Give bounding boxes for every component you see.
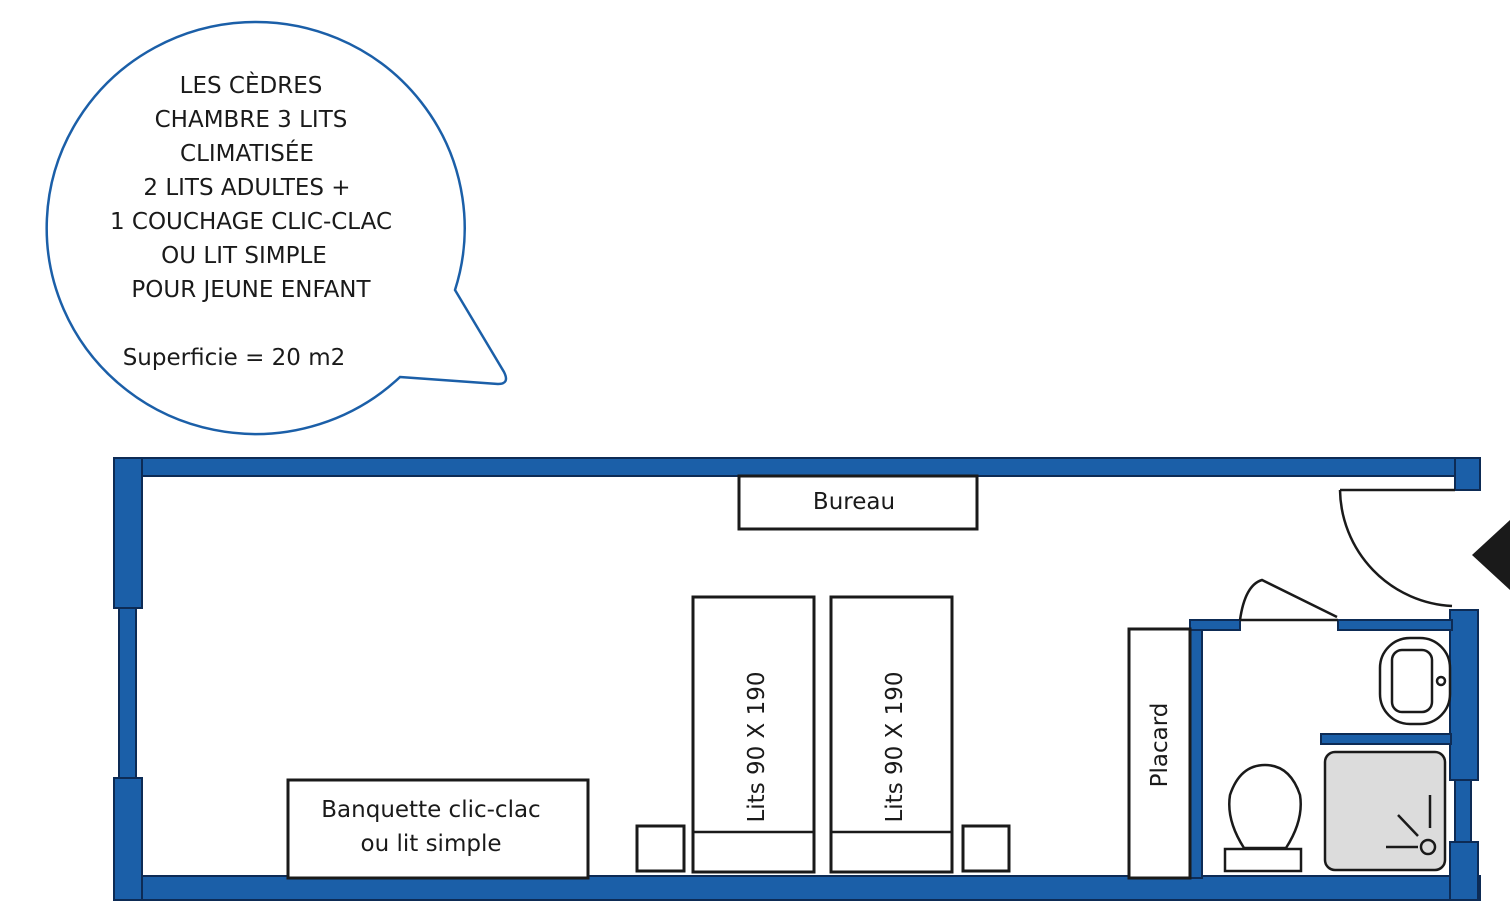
sink-drain	[1435, 675, 1447, 687]
toilet-tank	[1223, 847, 1303, 873]
entrance-door-swing	[1338, 488, 1455, 608]
closet: Placard	[1127, 627, 1192, 880]
bubble-area: Superficie = 20 m2	[123, 345, 346, 371]
bed-2-frame	[829, 595, 954, 874]
bubble-line-5: 1 COUCHAGE CLIC-CLAC	[110, 209, 392, 235]
info-bubble: LES CÈDRES CHAMBRE 3 LITS CLIMATISÉE 2 L…	[45, 20, 508, 436]
bathroom-door-swing	[1238, 578, 1338, 622]
closet-shape	[1127, 627, 1192, 880]
sofa-bed: Banquette clic-clac ou lit simple	[286, 778, 590, 880]
wall-right-upper	[1449, 609, 1479, 781]
wall-left-window	[118, 607, 137, 779]
bubble-line-6: OU LIT SIMPLE	[161, 243, 327, 269]
bubble-line-7: POUR JEUNE ENFANT	[131, 277, 371, 303]
wall-right-lower	[1449, 841, 1479, 901]
desk-label: Bureau	[813, 489, 895, 515]
bed-2-label: Lits 90 X 190	[882, 671, 908, 822]
wall-left-upper	[113, 457, 143, 609]
shower	[1323, 750, 1447, 872]
sofa-bed-shape	[286, 778, 590, 880]
bath-wall-top-right	[1337, 619, 1453, 631]
closet-label: Placard	[1147, 703, 1173, 788]
wall-top-right-stub	[1454, 457, 1481, 491]
sink	[1378, 636, 1452, 726]
shower-drain	[1419, 838, 1437, 856]
sofa-label-line-1: Banquette clic-clac	[321, 797, 540, 823]
shower-spray-2	[1397, 814, 1419, 837]
sink-basin-outer	[1378, 636, 1452, 726]
desk-shape	[737, 474, 979, 531]
wall-top	[113, 457, 1481, 477]
bath-wall-left	[1189, 619, 1203, 879]
bed-1-frame	[691, 595, 816, 874]
bed-1: Lits 90 X 190	[691, 595, 816, 874]
bath-divider	[1320, 733, 1452, 745]
sink-basin-inner	[1390, 648, 1434, 714]
toilet-bowl	[1228, 763, 1302, 850]
wall-left-lower	[113, 777, 143, 901]
bath-wall-top-left	[1189, 619, 1241, 631]
wall-bottom	[113, 875, 1481, 901]
toilet	[1223, 763, 1303, 873]
sofa-label-line-2: ou lit simple	[361, 831, 502, 857]
nightstand-left	[635, 824, 686, 873]
wall-right-window	[1454, 779, 1472, 843]
bubble-outline	[45, 20, 508, 436]
desk: Bureau	[737, 474, 979, 531]
nightstand-right	[961, 824, 1011, 873]
bubble-line-3: CLIMATISÉE	[180, 139, 314, 167]
bed-1-label: Lits 90 X 190	[744, 671, 770, 822]
bubble-line-2: CHAMBRE 3 LITS	[155, 107, 348, 133]
bubble-line-4: 2 LITS ADULTES +	[143, 175, 350, 201]
bubble-line-1: LES CÈDRES	[180, 71, 323, 99]
entrance-arrow	[1472, 520, 1510, 590]
walls	[113, 457, 1481, 901]
shower-tray	[1323, 750, 1447, 872]
bed-2: Lits 90 X 190	[829, 595, 954, 874]
